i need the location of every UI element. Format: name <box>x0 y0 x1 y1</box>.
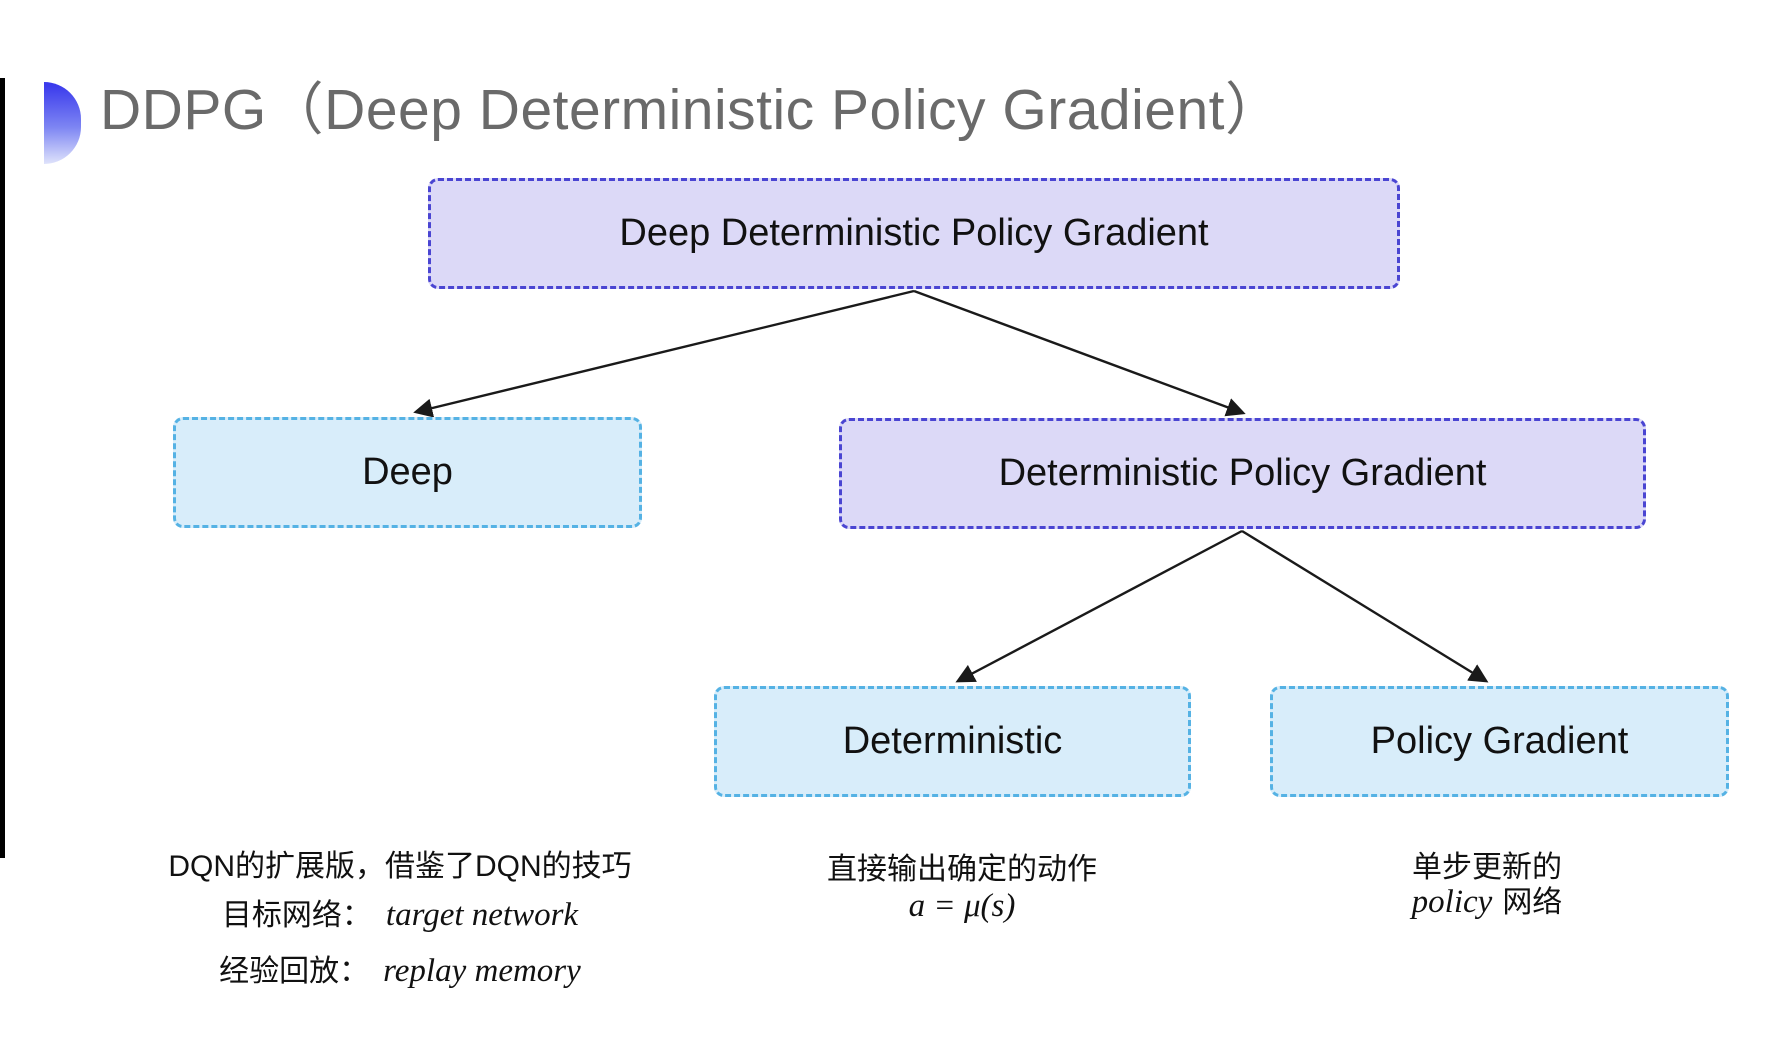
edge-arrow-3 <box>1241 529 1489 683</box>
node-dpg: Deterministic Policy Gradient <box>839 418 1646 529</box>
note-policy-network-en: policy <box>1411 884 1493 920</box>
note-target-network: 目标网络： target network <box>110 895 690 936</box>
node-det: Deterministic <box>714 686 1191 797</box>
note-replay-memory: 经验回放： replay memory <box>110 951 690 992</box>
note-target-network-en: target network <box>385 897 579 933</box>
node-pg: Policy Gradient <box>1270 686 1729 797</box>
edge-arrow-2 <box>955 529 1243 683</box>
edge-arrow-1 <box>913 289 1246 417</box>
note-deterministic-action: 直接输出确定的动作 <box>827 853 1097 886</box>
page-title: DDPG（Deep Deterministic Policy Gradient） <box>100 78 1283 142</box>
note-deterministic-formula: a = μ(s) <box>908 888 1016 924</box>
note-policy-network: policy 网络 <box>1282 882 1692 923</box>
note-policy-gradient-update: 单步更新的 <box>1412 851 1562 884</box>
note-replay-memory-en: replay memory <box>383 953 581 989</box>
note-replay-memory-cn: 经验回放： <box>219 955 370 988</box>
edge-arrow-0 <box>413 289 915 418</box>
slide-left-border <box>0 78 5 858</box>
note-dqn-extension: DQN的扩展版，借鉴了DQN的技巧 <box>168 850 632 883</box>
node-ddpg: Deep Deterministic Policy Gradient <box>428 178 1400 289</box>
note-policy-network-cn: 网络 <box>1502 886 1563 919</box>
node-deep: Deep <box>173 417 642 528</box>
note-target-network-cn: 目标网络： <box>221 899 372 932</box>
